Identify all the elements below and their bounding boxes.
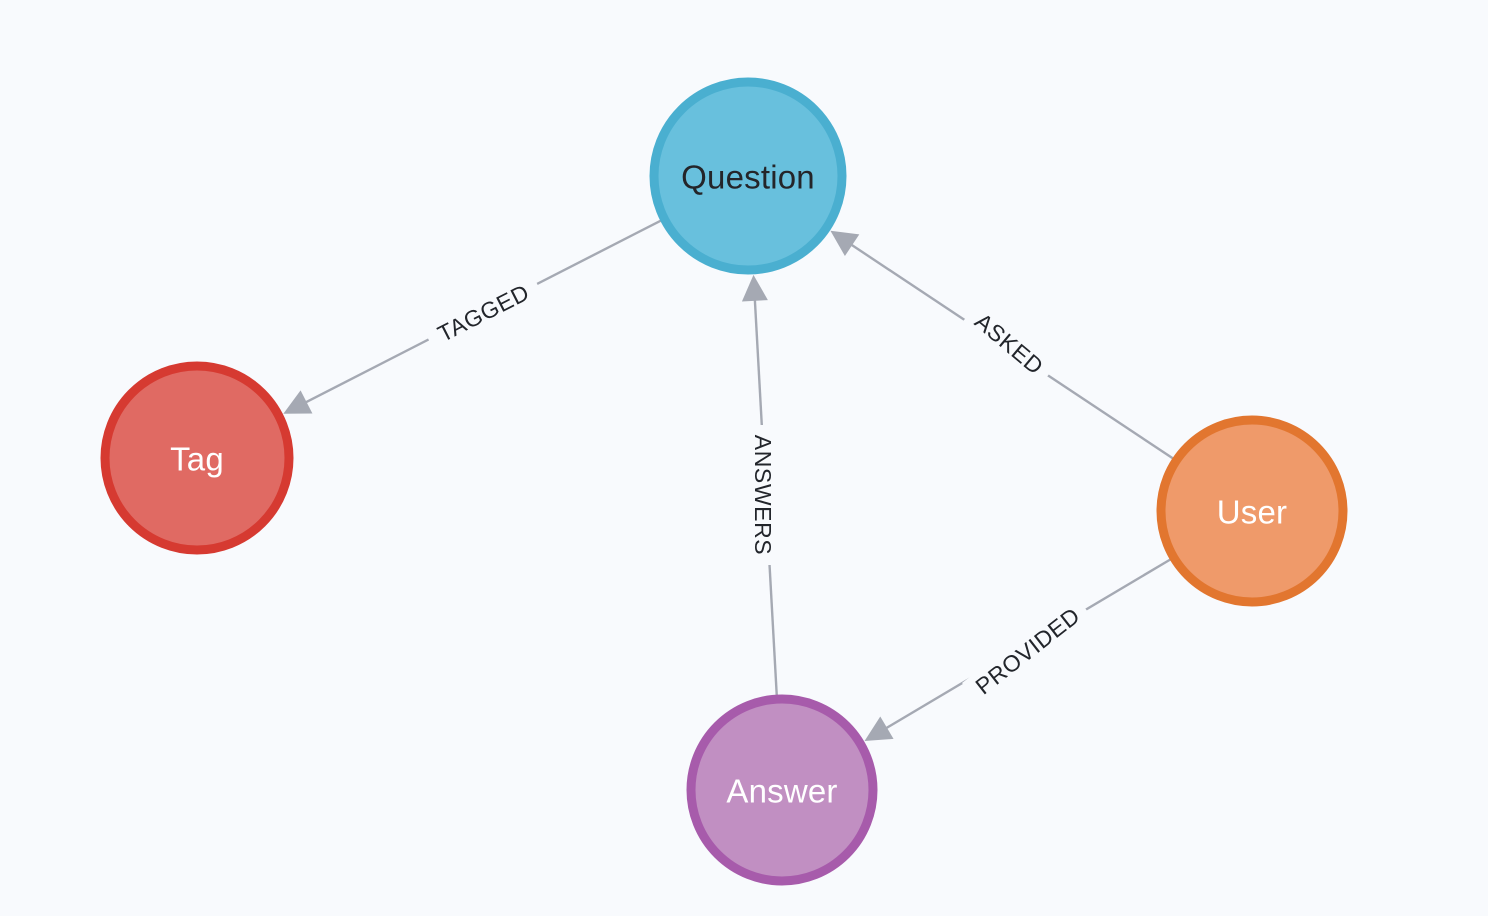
edge-label-background-asked	[962, 300, 1058, 386]
edge-arrowhead-answers	[741, 274, 768, 302]
edge-label-tagged[interactable]: TAGGED	[422, 271, 544, 353]
node-circle-tag[interactable]	[100, 361, 294, 555]
graph-node-question[interactable]: Question	[649, 77, 847, 275]
graph-node-tag[interactable]: Tag	[100, 361, 294, 555]
node-circle-question[interactable]	[649, 77, 847, 275]
edge-label-provided[interactable]: PROVIDED	[962, 594, 1092, 706]
edge-arrowhead-provided	[864, 716, 894, 741]
edge-label-text-tagged: TAGGED	[433, 279, 533, 347]
graph-node-answer[interactable]: Answer	[686, 694, 878, 886]
node-circle-answer[interactable]	[686, 694, 878, 886]
edge-label-answers[interactable]: ANSWERS	[750, 425, 778, 565]
edges-layer	[283, 219, 1174, 741]
node-circle-user[interactable]	[1156, 415, 1348, 607]
edge-label-background-provided	[962, 594, 1092, 706]
edge-label-text-provided: PROVIDED	[970, 602, 1084, 699]
edge-label-background-answers	[750, 425, 778, 565]
graph-node-user[interactable]: User	[1156, 415, 1348, 607]
edge-label-text-answers: ANSWERS	[750, 435, 776, 556]
edge-arrowhead-tagged	[283, 390, 313, 414]
edge-label-background-tagged	[422, 271, 544, 353]
edge-label-text-asked: ASKED	[970, 308, 1049, 380]
edge-label-asked[interactable]: ASKED	[962, 300, 1058, 386]
edge-arrowhead-asked	[830, 230, 860, 257]
